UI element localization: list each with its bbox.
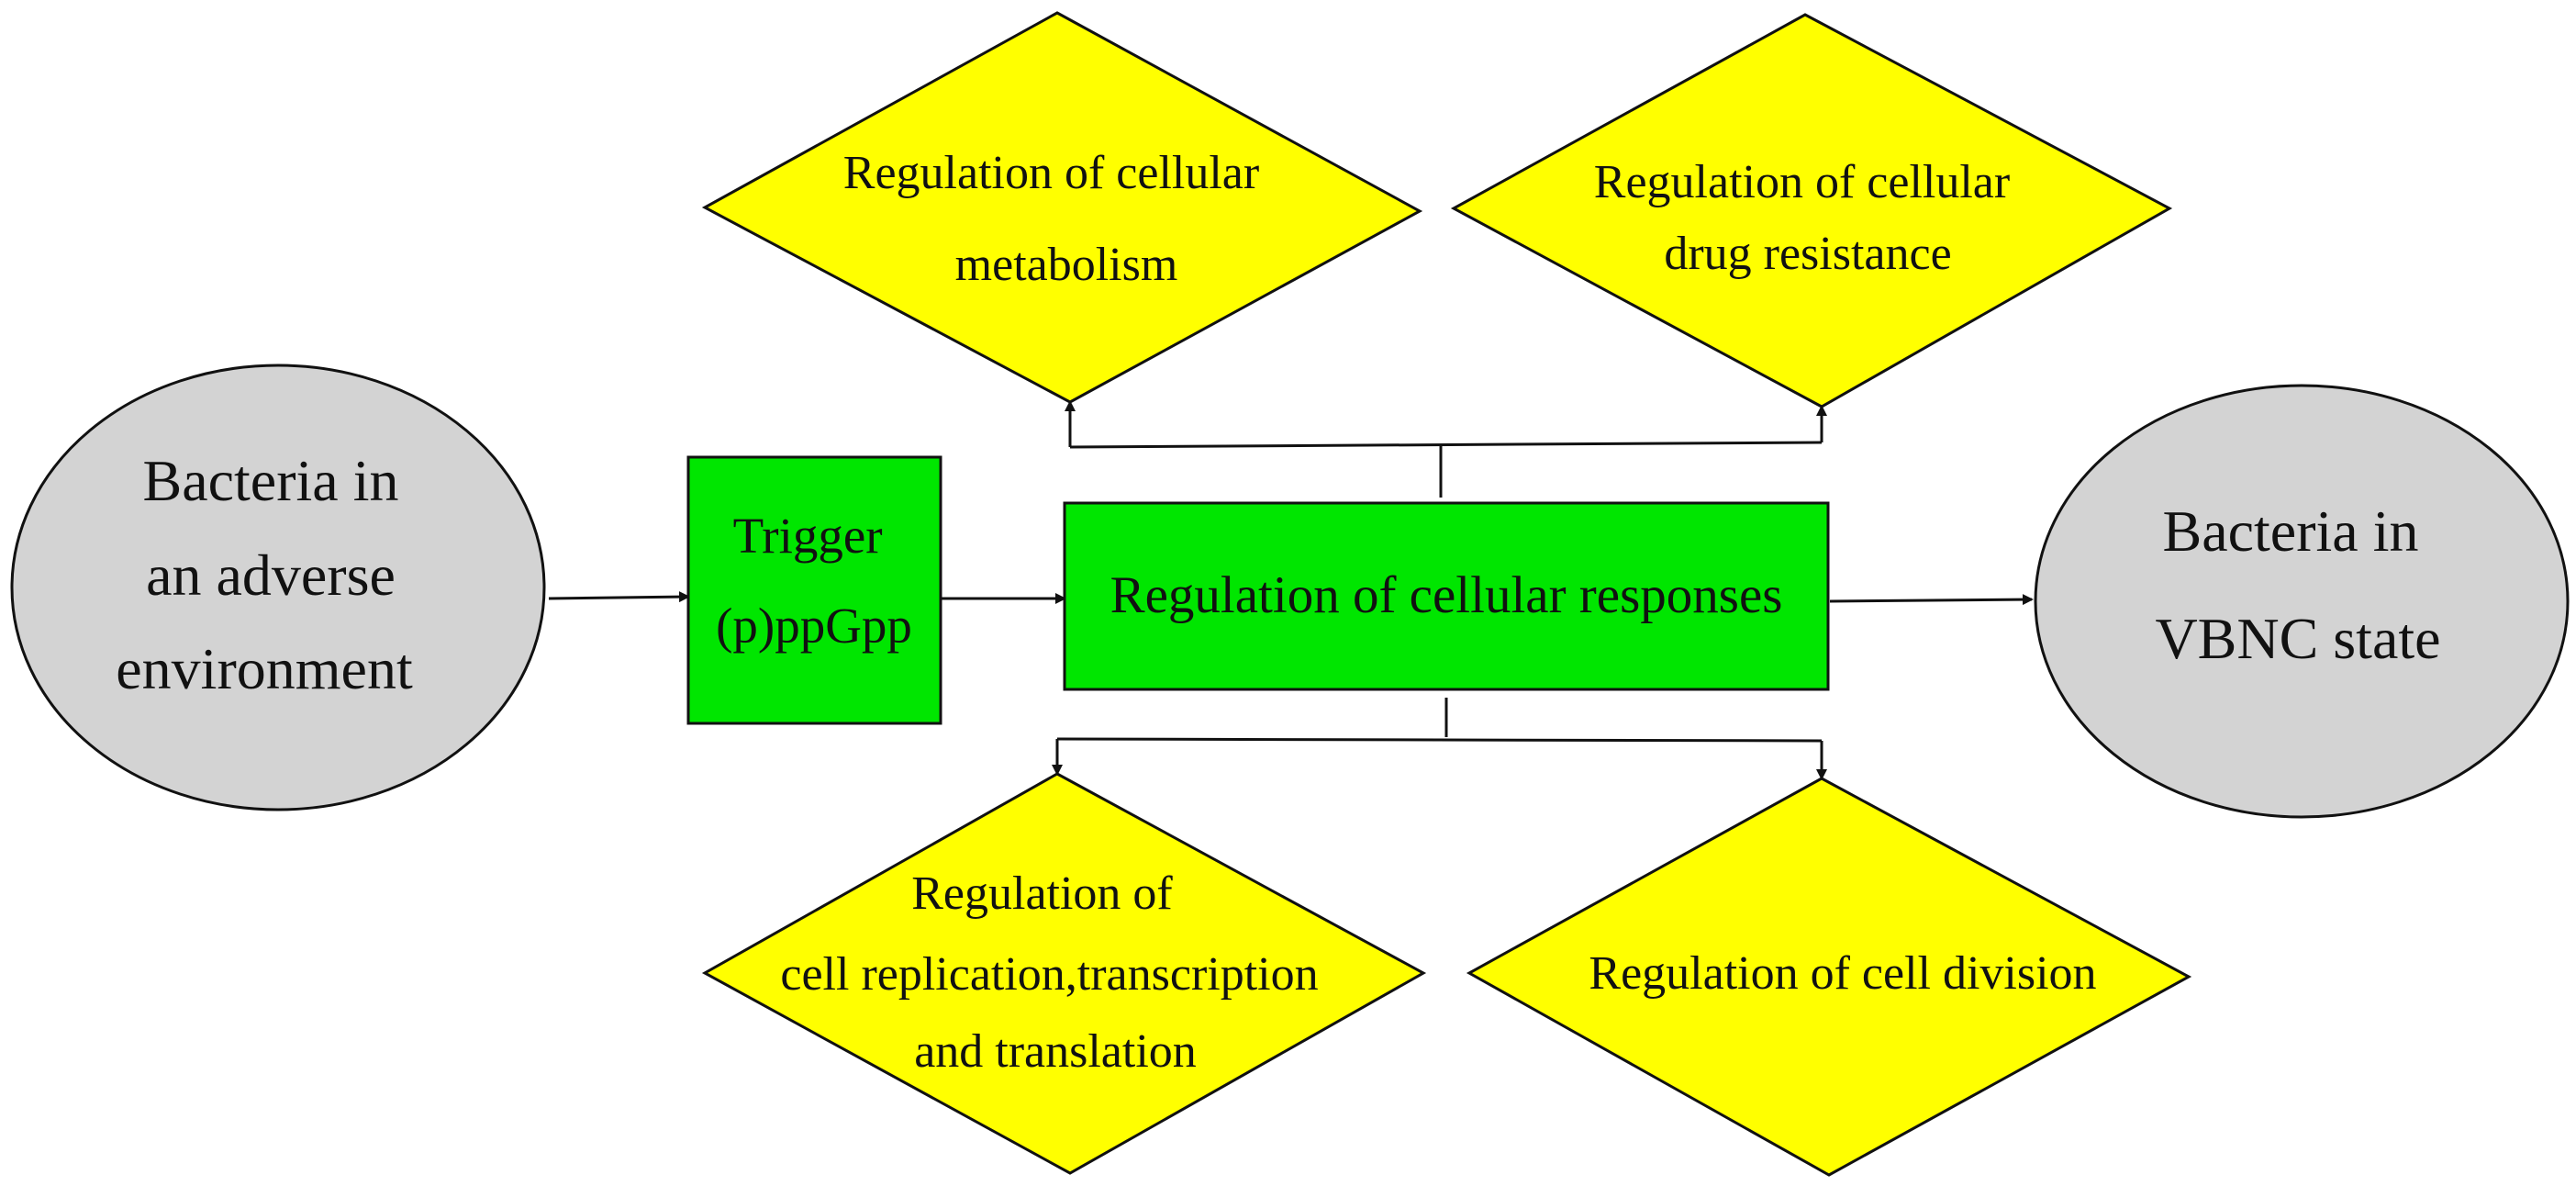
replication-diamond	[701, 772, 1427, 1175]
start-label-line: environment	[116, 636, 413, 701]
drug-resistance-label-line: Regulation of cellular	[1594, 156, 2010, 208]
metabolism-diamond	[701, 11, 1423, 404]
start-label-line: an adverse	[146, 543, 396, 608]
drug-resistance-diamond	[1450, 13, 2173, 408]
end-label-line: VBNC state	[2155, 606, 2440, 671]
responses-label-line: Regulation of cellular responses	[1110, 566, 1783, 624]
trigger-label-line: Trigger	[733, 508, 883, 564]
drug-resistance-label: Regulation of cellular drug resistance	[1594, 156, 2022, 280]
metabolism-label-line: metabolism	[955, 239, 1178, 291]
replication-label: Regulation of cell replication,transcrip…	[780, 867, 1330, 1078]
node-division: Regulation of cell division	[1466, 777, 2192, 1177]
end-label-line: Bacteria in	[2163, 498, 2419, 564]
node-replication: Regulation of cell replication,transcrip…	[701, 772, 1427, 1175]
node-drug-resistance: Regulation of cellular drug resistance	[1450, 13, 2173, 408]
upper-branch-bar	[1069, 441, 1823, 449]
node-responses: Regulation of cellular responses	[1063, 501, 1830, 691]
division-label-line: Regulation of cell division	[1589, 947, 2096, 1000]
division-label: Regulation of cell division	[1589, 947, 2096, 1000]
start-label-line: Bacteria in	[143, 448, 399, 513]
end-label: Bacteria in VBNC state	[2155, 498, 2440, 671]
trigger-label: Trigger (p)ppGpp	[716, 508, 912, 654]
node-end: Bacteria in VBNC state	[2034, 384, 2570, 819]
node-start: Bacteria in an adverse environment	[10, 364, 546, 811]
metabolism-label: Regulation of cellular metabolism	[843, 147, 1271, 291]
division-diamond	[1466, 777, 2192, 1177]
replication-label-line: and translation	[914, 1025, 1197, 1078]
replication-label-line: cell replication,transcription	[780, 948, 1318, 1001]
node-metabolism: Regulation of cellular metabolism	[701, 11, 1423, 404]
responses-box	[1063, 501, 1830, 691]
node-trigger: Trigger (p)ppGpp	[686, 455, 942, 725]
lower-branch-bar	[1056, 737, 1823, 743]
connectors	[548, 400, 2034, 780]
end-ellipse	[2034, 384, 2570, 819]
replication-label-line: Regulation of	[911, 867, 1173, 920]
arrow-responses-to-end	[1829, 594, 2034, 606]
trigger-label-line: (p)ppGpp	[716, 598, 912, 654]
responses-label: Regulation of cellular responses	[1110, 566, 1783, 624]
start-ellipse	[10, 364, 546, 811]
metabolism-label-line: Regulation of cellular	[843, 147, 1259, 199]
trigger-box	[686, 455, 942, 725]
drug-resistance-label-line: drug resistance	[1664, 228, 1951, 280]
arrow-start-to-trigger	[548, 591, 690, 603]
start-label: Bacteria in an adverse environment	[116, 448, 413, 701]
